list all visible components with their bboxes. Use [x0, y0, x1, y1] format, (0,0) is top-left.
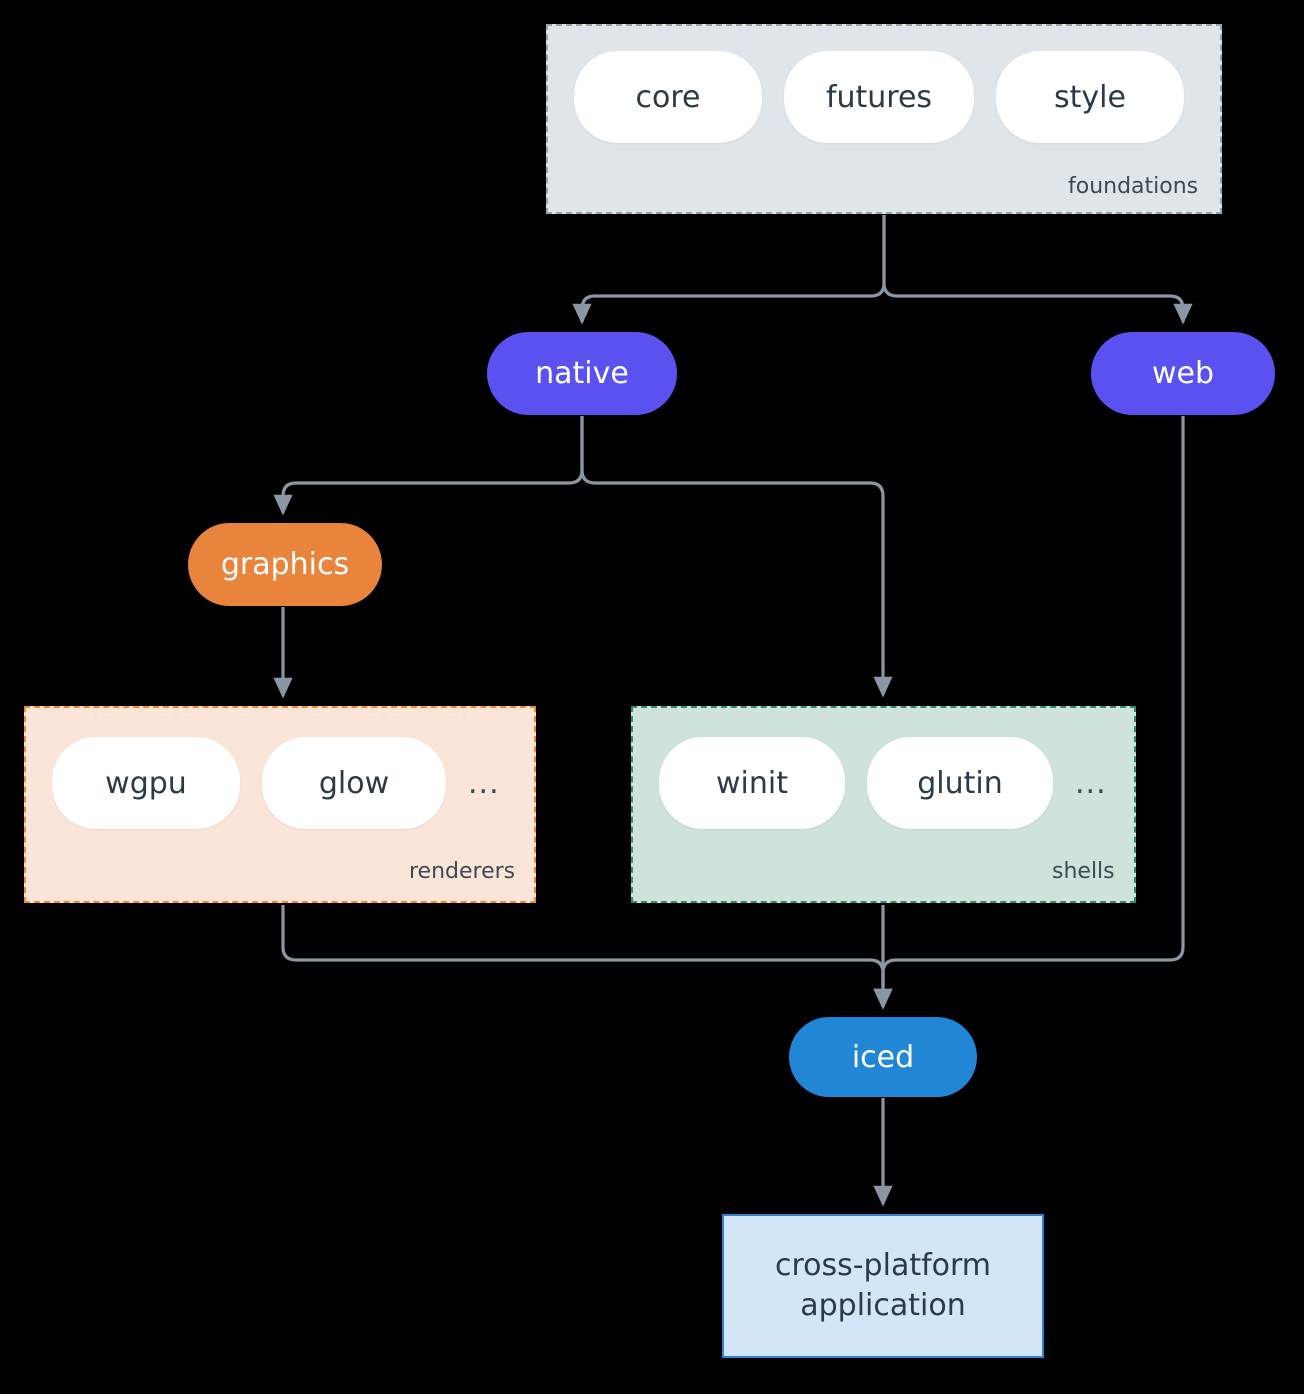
- shells-ellipsis: ...: [1075, 765, 1107, 801]
- node-core[interactable]: core: [574, 51, 762, 143]
- cluster-foundations-items: core futures style: [574, 51, 1184, 143]
- node-glow-label: glow: [318, 765, 390, 801]
- node-glutin[interactable]: glutin: [867, 737, 1053, 829]
- edge-native-graphics: [273, 416, 584, 516]
- cluster-foundations-label: foundations: [1068, 174, 1199, 199]
- node-graphics[interactable]: graphics: [188, 523, 382, 606]
- node-native[interactable]: native: [487, 332, 677, 415]
- node-futures[interactable]: futures: [784, 51, 974, 143]
- node-glutin-label: glutin: [917, 765, 1003, 801]
- cluster-renderers-label: renderers: [409, 859, 516, 884]
- node-wgpu-label: wgpu: [105, 765, 187, 801]
- node-style[interactable]: style: [996, 51, 1184, 143]
- edge-foundations-native: [572, 215, 886, 325]
- node-web-label: web: [1151, 356, 1215, 391]
- node-app-label-line2: application: [800, 1288, 966, 1323]
- node-native-label: native: [535, 356, 629, 391]
- node-futures-label: futures: [825, 79, 933, 115]
- node-winit[interactable]: winit: [659, 737, 845, 829]
- node-cross-platform-application[interactable]: cross-platform application: [722, 1214, 1044, 1358]
- node-glow[interactable]: glow: [262, 737, 446, 829]
- cluster-shells-items: winit glutin ...: [659, 737, 1107, 829]
- node-graphics-label: graphics: [220, 547, 350, 582]
- edge-renderers-iced: [281, 905, 893, 1010]
- cluster-renderers-items: wgpu glow ...: [52, 737, 500, 829]
- node-style-label: style: [1054, 79, 1126, 115]
- node-iced-label: iced: [851, 1039, 915, 1075]
- node-winit-label: winit: [716, 765, 788, 801]
- edge-native-shells: [580, 416, 893, 698]
- node-app-label-line1: cross-platform: [774, 1247, 992, 1283]
- cluster-shells-label: shells: [1052, 859, 1115, 884]
- node-wgpu[interactable]: wgpu: [52, 737, 240, 829]
- node-core-label: core: [635, 79, 701, 115]
- renderers-ellipsis: ...: [468, 765, 500, 801]
- node-web[interactable]: web: [1091, 332, 1275, 415]
- node-iced[interactable]: iced: [789, 1017, 977, 1097]
- edge-foundations-web: [882, 215, 1193, 325]
